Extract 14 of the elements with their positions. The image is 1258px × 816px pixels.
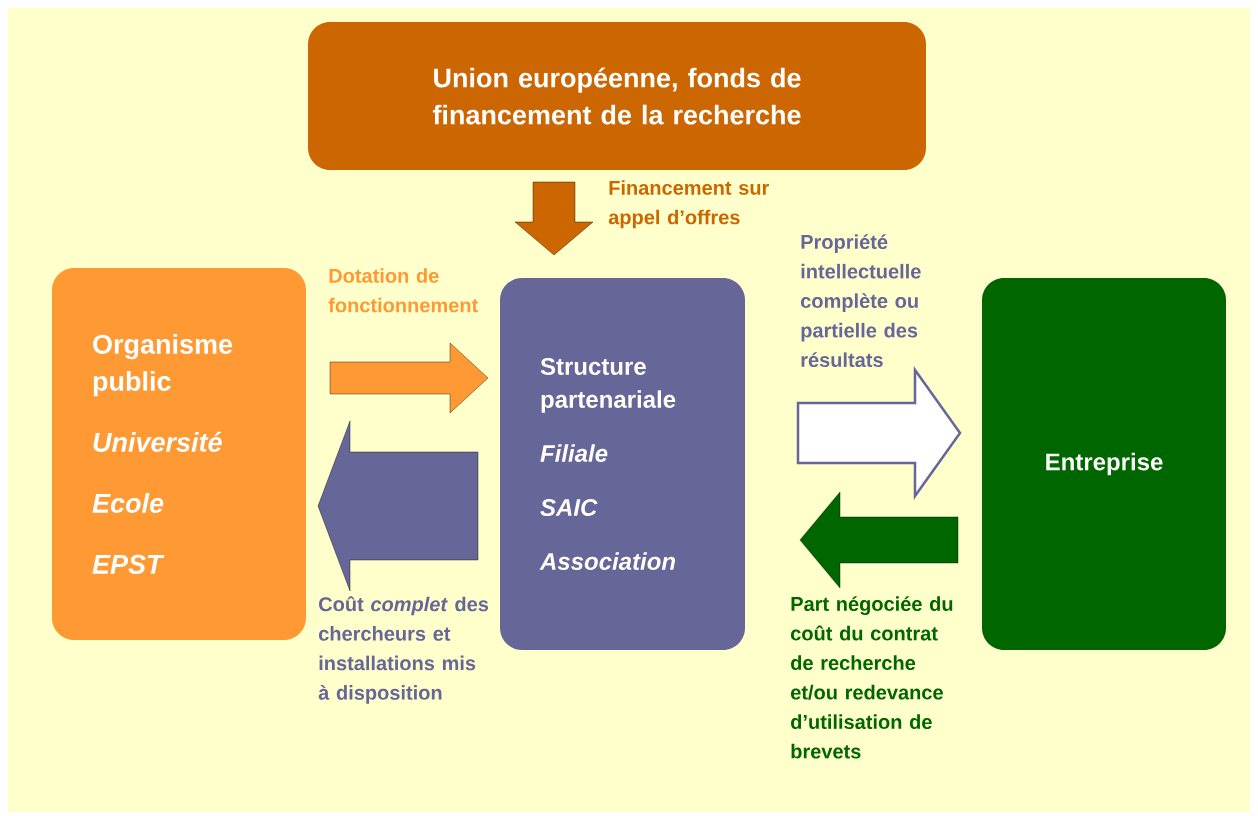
- block-arrow: [317, 420, 479, 592]
- edge-label: Financement sur appel d’offres: [608, 180, 770, 229]
- rounded-box: Entreprise: [982, 278, 1226, 650]
- edge-label: Propriété intellectuelle complète ou partielle des résultats: [801, 234, 921, 368]
- rounded-box: Union européenne, fonds de financement de la recherche: [308, 22, 926, 170]
- block-arrow: [514, 181, 594, 256]
- block-arrow: [799, 491, 959, 589]
- block-arrow: [329, 342, 489, 414]
- rounded-box: Organisme public Université Ecole EPST: [52, 268, 306, 640]
- edge-label: Coût complet des chercheurs et installations mis à disposition: [318, 596, 489, 704]
- edge-label: Part négociée du coût du contrat de recherche et/ou redevance d’utilisation de brevets: [791, 596, 953, 759]
- block-arrow: [796, 366, 962, 500]
- edge-label: Dotation de fonctionnement: [328, 268, 478, 313]
- rounded-box: Structure partenariale Filiale SAIC Association: [500, 278, 745, 650]
